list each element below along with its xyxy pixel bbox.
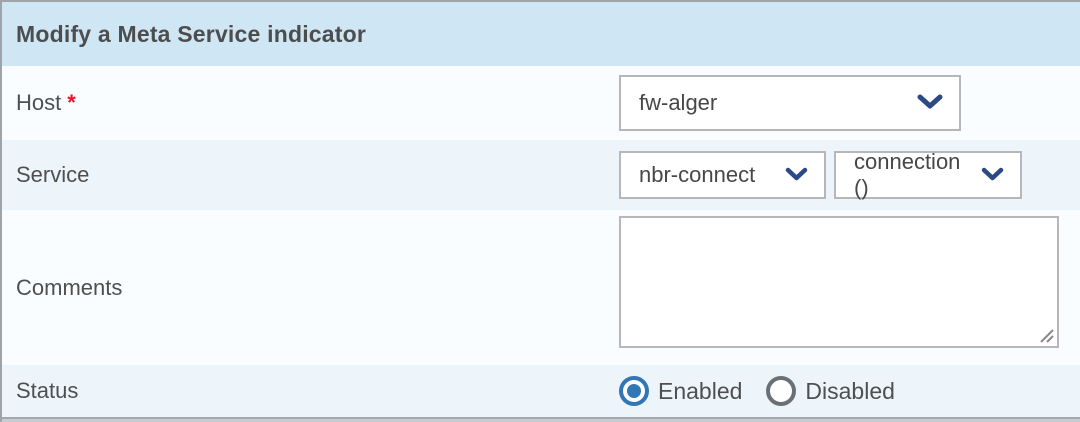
- status-radio-enabled[interactable]: Enabled: [619, 376, 742, 406]
- status-label: Status: [16, 378, 79, 403]
- status-disabled-label: Disabled: [805, 377, 895, 404]
- comments-label: Comments: [16, 274, 123, 300]
- metric-select[interactable]: connection (): [834, 149, 1022, 200]
- status-row: Status Enabled Disabled: [2, 365, 1080, 417]
- required-asterisk: *: [67, 90, 76, 115]
- host-row: Host* fw-alger: [2, 66, 1080, 140]
- host-label-text: Host: [16, 90, 62, 115]
- host-label: Host*: [16, 90, 76, 116]
- comments-row: Comments: [2, 210, 1080, 365]
- status-radio-disabled[interactable]: Disabled: [766, 376, 895, 406]
- service-label: Service: [16, 162, 90, 187]
- metric-select-value: connection (): [854, 149, 961, 200]
- panel-bottom-border: [2, 417, 1080, 422]
- host-select[interactable]: fw-alger: [619, 75, 961, 131]
- status-enabled-label: Enabled: [658, 377, 743, 404]
- radio-selected-icon: [619, 376, 649, 406]
- radio-unselected-icon: [766, 376, 797, 406]
- host-select-value: fw-alger: [639, 90, 718, 115]
- form-title: Modify a Meta Service indicator: [2, 2, 1080, 66]
- service-row: Service nbr-connect connection (): [2, 140, 1080, 210]
- chevron-down-icon: [785, 162, 808, 188]
- chevron-down-icon: [917, 90, 943, 116]
- service-select-value: nbr-connect: [639, 162, 756, 187]
- chevron-down-icon: [981, 162, 1004, 188]
- service-select[interactable]: nbr-connect: [619, 151, 826, 199]
- comments-textarea[interactable]: [619, 216, 1059, 348]
